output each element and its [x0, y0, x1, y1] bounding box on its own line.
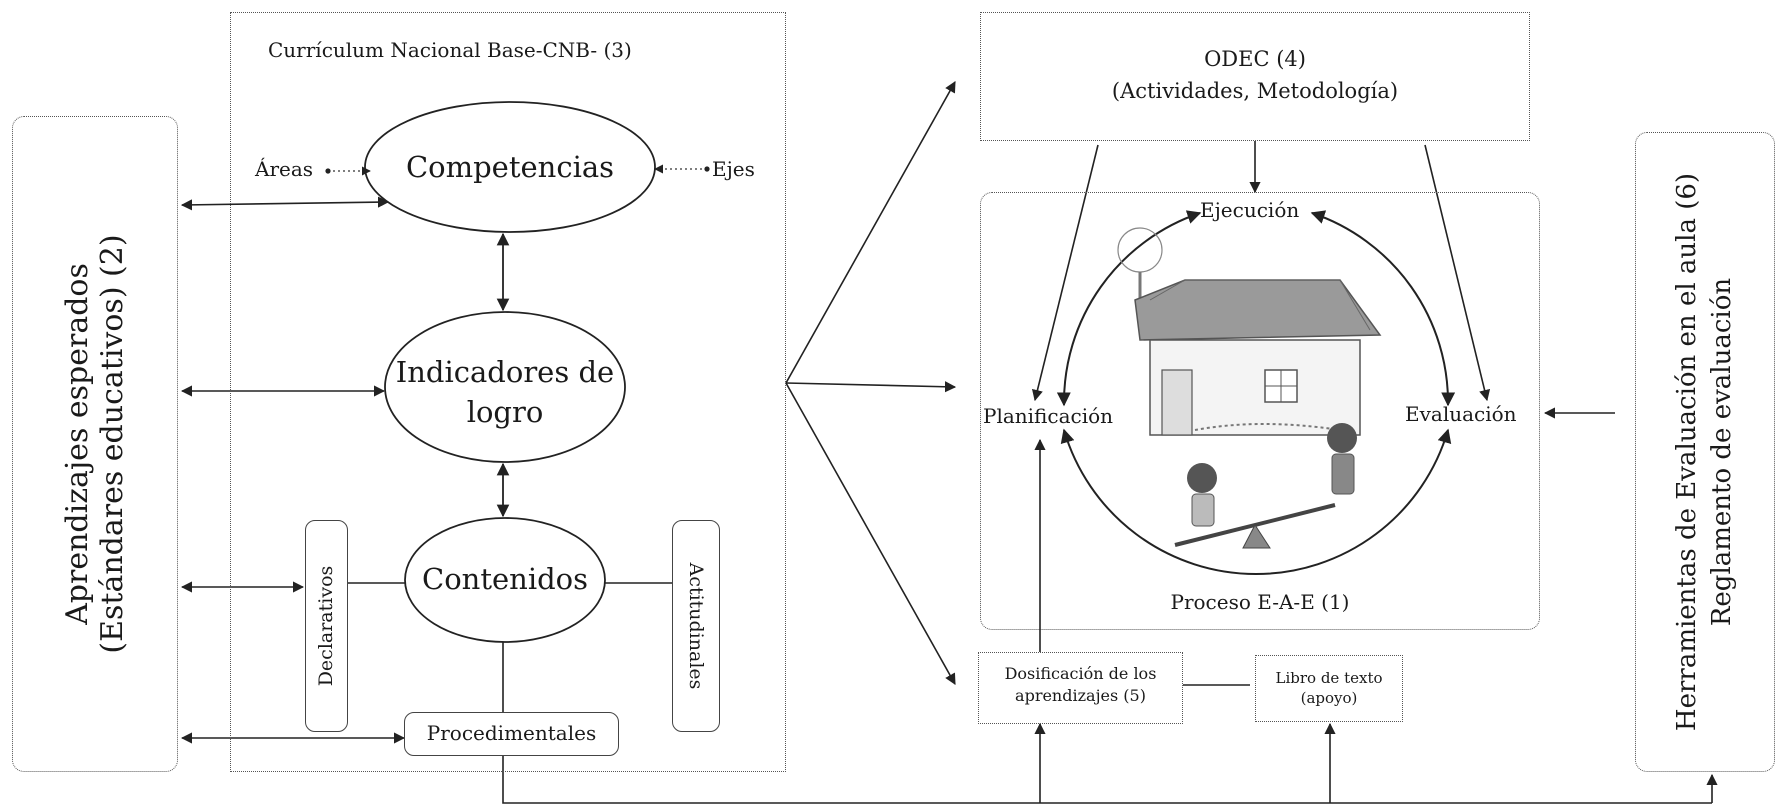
competencias-label: Competencias — [405, 150, 615, 184]
cnb-dosificacion-arrow — [785, 382, 956, 685]
ejes-label: Ejes — [712, 157, 755, 181]
herramientas-line-1: Herramientas de Evaluación en el aula (6… — [1672, 172, 1702, 732]
procedimentales-box: Procedimentales — [404, 712, 619, 756]
proceso-label: Proceso E-A-E (1) — [1170, 590, 1350, 614]
cnb-proceso-arrow — [785, 381, 957, 393]
odec-box: ODEC (4) (Actividades, Metodología) — [980, 12, 1530, 141]
proceso-box — [980, 192, 1540, 630]
indicadores-label: Indicadores de logro — [385, 352, 625, 432]
areas-label: Áreas — [255, 157, 314, 181]
cnb-odec-arrow — [785, 81, 956, 384]
cycle-arc-bottom — [1060, 428, 1452, 575]
cnb-box — [230, 12, 786, 772]
declarativos-box — [305, 520, 348, 732]
aprendizajes-label: Aprendizajes esperados (Estándares educa… — [60, 124, 130, 764]
libro-box: Libro de texto (apoyo) — [1255, 655, 1403, 722]
odec-line-2: (Actividades, Metodología) — [1111, 79, 1399, 103]
cnb-title: Currículum Nacional Base-CNB- (3) — [268, 38, 632, 62]
herramientas-line-2: Reglamento de evaluación — [1707, 277, 1737, 627]
evaluacion-label: Evaluación — [1405, 402, 1517, 426]
aprendizajes-competencias-arrow — [180, 196, 390, 211]
cycle-arc-top-left — [1056, 210, 1202, 407]
indicadores-line-1: Indicadores de — [395, 355, 615, 389]
house-illustration — [1117, 227, 1382, 549]
actitudinales-label: Actitudinales — [685, 562, 707, 690]
indicadores-line-2: logro — [466, 395, 544, 429]
planificacion-label: Planificación — [983, 404, 1114, 428]
herramientas-box — [1635, 132, 1775, 772]
dosificacion-line-1: Dosificación de los — [1004, 664, 1157, 683]
ejecucion-label: Ejecución — [1200, 198, 1300, 222]
aprendizajes-line-1: Aprendizajes esperados — [60, 263, 95, 625]
contenidos-ellipse — [404, 517, 606, 643]
procedimentales-label: Procedimentales — [426, 721, 597, 745]
aprendizajes-box — [12, 116, 178, 772]
cycle-arc-top-right — [1310, 210, 1456, 407]
declarativos-label: Declarativos — [315, 565, 337, 687]
dosificacion-box: Dosificación de los aprendizajes (5) — [978, 652, 1183, 724]
odec-evaluacion-arrow — [1424, 144, 1491, 402]
contenidos-label: Contenidos — [422, 562, 588, 596]
libro-line-1: Libro de texto — [1275, 669, 1383, 687]
herramientas-label: Herramientas de Evaluación en el aula (6… — [1670, 139, 1740, 765]
libro-line-2: (apoyo) — [1300, 689, 1358, 707]
actitudinales-box — [672, 520, 720, 732]
odec-line-1: ODEC (4) — [1204, 47, 1306, 71]
dosificacion-line-2: aprendizajes (5) — [1015, 686, 1146, 705]
aprendizajes-line-2: (Estándares educativos) (2) — [95, 234, 130, 654]
